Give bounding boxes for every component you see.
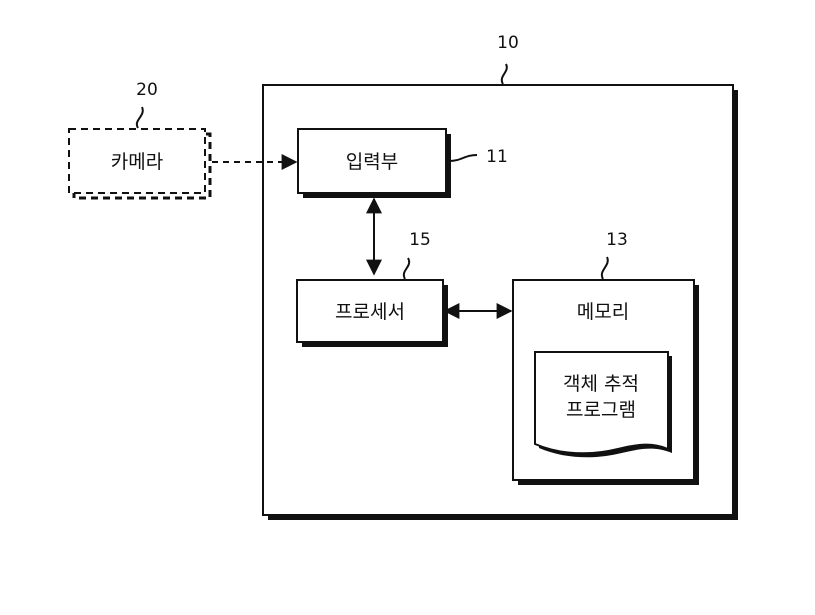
processor-label: 프로세서 bbox=[335, 301, 405, 323]
device-ref-label: 10 bbox=[497, 33, 519, 53]
processor-box bbox=[296, 279, 448, 347]
input-unit-box bbox=[297, 128, 451, 198]
program-label-line2: 프로그램 bbox=[566, 399, 636, 421]
input-unit-label: 입력부 bbox=[346, 151, 398, 173]
camera-box bbox=[68, 128, 212, 200]
device-leader-line bbox=[500, 63, 508, 85]
camera-label: 카메라 bbox=[111, 151, 163, 173]
camera-leader-line bbox=[135, 106, 144, 129]
memory-label: 메모리 bbox=[577, 301, 629, 323]
input-unit-ref-label: 11 bbox=[486, 147, 508, 167]
memory-leader-line bbox=[600, 256, 609, 280]
program-label-line1: 객체 추적 bbox=[563, 373, 639, 395]
processor-ref-label: 15 bbox=[409, 230, 431, 250]
program-document bbox=[534, 351, 672, 458]
camera-ref-label: 20 bbox=[136, 80, 158, 100]
input-unit-leader-line bbox=[448, 154, 478, 162]
memory-ref-label: 13 bbox=[606, 230, 628, 250]
processor-leader-line bbox=[402, 257, 411, 280]
